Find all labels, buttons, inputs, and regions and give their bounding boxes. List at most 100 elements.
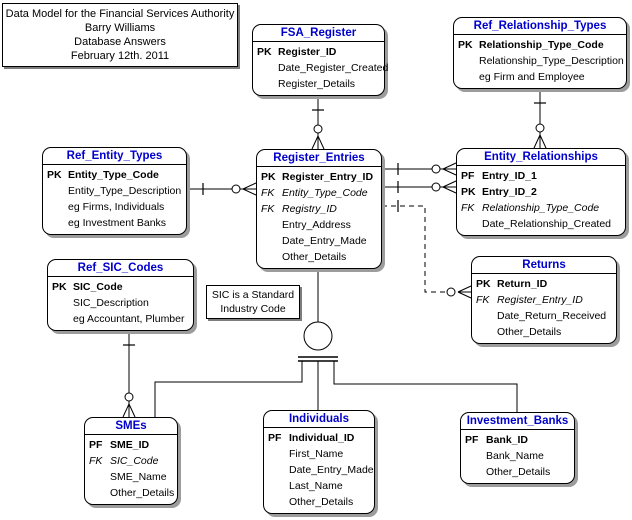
- key-label: FK: [89, 455, 103, 467]
- key-label: [458, 69, 479, 85]
- key-label: PK: [458, 39, 473, 51]
- attribute-row: Other_Details: [89, 485, 175, 501]
- key-label: [268, 494, 289, 510]
- attribute-row: Other_Details: [476, 324, 614, 340]
- entity-title: Ref_SIC_Codes: [48, 260, 193, 277]
- key-label: [465, 464, 486, 480]
- attribute-name: Entity_Type_Code: [282, 187, 368, 199]
- key-label: [47, 215, 68, 231]
- attribute-name: Register_ID: [278, 46, 337, 58]
- key-label: [476, 308, 497, 324]
- attribute-row: eg Investment Banks: [47, 215, 184, 231]
- attribute-row: SME_Name: [89, 469, 175, 485]
- diagram-date-line: February 12th. 2011: [70, 50, 170, 62]
- attribute-row: Other_Details: [261, 249, 379, 265]
- diagram-source-line: Database Answers: [74, 36, 166, 48]
- key-label: [458, 53, 479, 69]
- attribute-name: Bank_ID: [486, 434, 529, 446]
- attribute-name: Entry_ID_2: [482, 186, 537, 198]
- diagram-title-box: Data Model for the Financial Services Au…: [2, 3, 238, 67]
- sic-note-box: SIC is a Standard Industry Code: [206, 285, 300, 319]
- attribute-name: Date_Entry_Made: [289, 464, 374, 476]
- connector-register_entries-to-returns: [382, 200, 472, 299]
- attribute-name: Entry_Address: [282, 219, 351, 231]
- attribute-name: Other_Details: [282, 251, 347, 263]
- attribute-name: Other_Details: [110, 487, 175, 499]
- connector-register_entries-to-entity_relationships-entry1: [382, 162, 457, 176]
- diagram-author-line: Barry Williams: [84, 22, 156, 34]
- key-label: PF: [461, 170, 475, 182]
- attribute-name: Relationship_Type_Code: [479, 39, 604, 51]
- attribute-name: Individual_ID: [289, 432, 355, 444]
- attribute-row: eg Firm and Employee: [458, 69, 624, 85]
- key-label: [52, 295, 73, 311]
- attribute-row: Date_Relationship_Created: [461, 216, 623, 232]
- attribute-name: Other_Details: [289, 496, 354, 508]
- attribute-row: Bank_Name: [465, 448, 572, 464]
- attribute-name: Entity_Type_Code: [68, 169, 159, 181]
- key-label: [268, 462, 289, 478]
- attribute-row: Date_Register_Created: [257, 60, 388, 76]
- attribute-row: Date_Return_Received: [476, 308, 614, 324]
- attribute-row: Other_Details: [465, 464, 572, 480]
- attribute-row: FK SIC_Code: [89, 453, 175, 469]
- key-label: [257, 60, 278, 76]
- key-label: [465, 448, 486, 464]
- entity-title: Ref_Relationship_Types: [454, 18, 626, 35]
- key-label: [268, 478, 289, 494]
- attribute-name: Other_Details: [486, 466, 551, 478]
- attribute-name: Registry_ID: [282, 203, 337, 215]
- entity-title: Ref_Entity_Types: [43, 148, 186, 165]
- attribute-name: Other_Details: [497, 326, 562, 338]
- connector-category-branch-to-smes: [154, 361, 303, 417]
- attribute-name: eg Firm and Employee: [479, 71, 585, 83]
- attribute-name: Date_Entry_Made: [282, 235, 367, 247]
- key-label: PK: [47, 169, 62, 181]
- attribute-row: Other_Details: [268, 494, 372, 510]
- connector-fsa_register-to-register_entries: [311, 94, 325, 150]
- key-label: [461, 216, 482, 232]
- key-label: [261, 249, 282, 265]
- attribute-row: eg Accountant, Plumber: [52, 311, 191, 327]
- attribute-name: eg Investment Banks: [68, 217, 167, 229]
- entity-title: Individuals: [264, 411, 374, 428]
- attribute-row: eg Firms, Individuals: [47, 199, 184, 215]
- attribute-name: SME_ID: [110, 439, 150, 451]
- attribute-name: Entity_Type_Description: [68, 185, 182, 197]
- attribute-name: Date_Relationship_Created: [482, 218, 611, 230]
- attribute-row: First_Name: [268, 446, 372, 462]
- attribute-name: Relationship_Type_Code: [482, 202, 600, 214]
- attribute-name: Relationship_Type_Description: [479, 55, 624, 67]
- key-label: [476, 324, 497, 340]
- key-label: [89, 485, 110, 501]
- attribute-name: SIC_Code: [110, 455, 159, 467]
- attribute-name: Last_Name: [289, 480, 343, 492]
- key-label: [261, 217, 282, 233]
- key-label: PK: [261, 171, 276, 183]
- attribute-name: Return_ID: [497, 278, 548, 290]
